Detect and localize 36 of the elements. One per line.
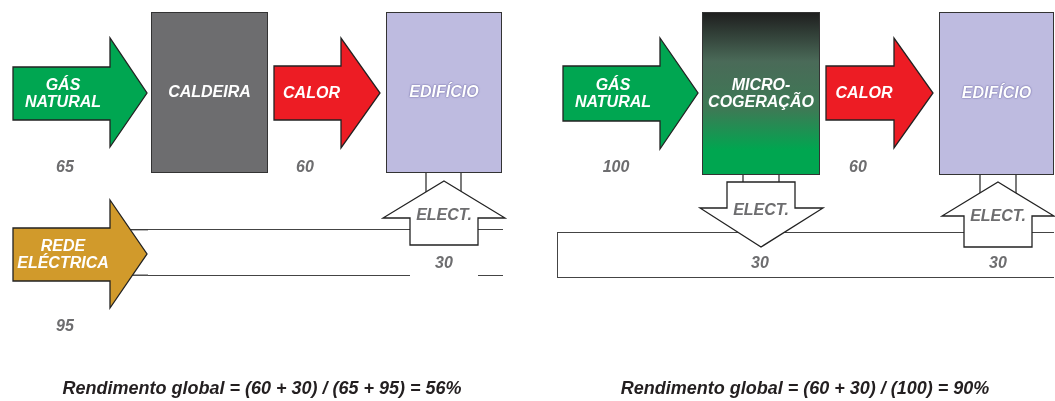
block-arrow — [13, 38, 147, 147]
node-label: CALDEIRA — [168, 84, 251, 101]
node-label: EDIFÍCIO — [961, 85, 1032, 102]
building-box — [939, 12, 1054, 175]
value-label: 65 — [56, 158, 74, 176]
block-arrow — [942, 175, 1054, 247]
building-box — [386, 12, 502, 173]
process-box — [702, 12, 820, 175]
node-label: MICRO-COGERAÇÃO — [707, 76, 815, 111]
value-label: 100 — [602, 158, 630, 176]
node-label: ELECT. — [733, 201, 789, 219]
process-box — [151, 12, 268, 173]
grid-band — [557, 232, 1054, 278]
block-arrow — [273, 35, 381, 151]
node-label: GÁS NATURAL — [23, 76, 103, 111]
block-arrow — [700, 175, 823, 247]
edge-label: CALOR — [283, 84, 340, 102]
grid-band — [148, 229, 383, 276]
edge-label: CALOR — [835, 84, 893, 102]
node-label: EDIFÍCIO — [409, 84, 479, 101]
efficiency-formula: Rendimento global = (60 + 30) / (65 + 95) = 56% — [62, 377, 462, 399]
value-label: 60 — [849, 158, 867, 176]
value-label: 30 — [989, 254, 1007, 272]
value-label: 30 — [435, 254, 453, 272]
node-label: REDE ELÉCTRICA — [16, 237, 110, 272]
value-label: 60 — [296, 158, 314, 176]
node-label: GÁS NATURAL — [573, 76, 653, 111]
block-arrow — [13, 200, 148, 308]
efficiency-formula: Rendimento global = (60 + 30) / (100) = 90% — [620, 377, 990, 399]
block-arrow — [825, 35, 934, 151]
value-label: 30 — [751, 254, 769, 272]
node-label: ELECT. — [416, 206, 472, 224]
block-arrow — [383, 173, 505, 245]
block-arrow — [563, 38, 698, 149]
value-label: 95 — [56, 317, 74, 335]
node-label: ELECT. — [970, 207, 1026, 225]
